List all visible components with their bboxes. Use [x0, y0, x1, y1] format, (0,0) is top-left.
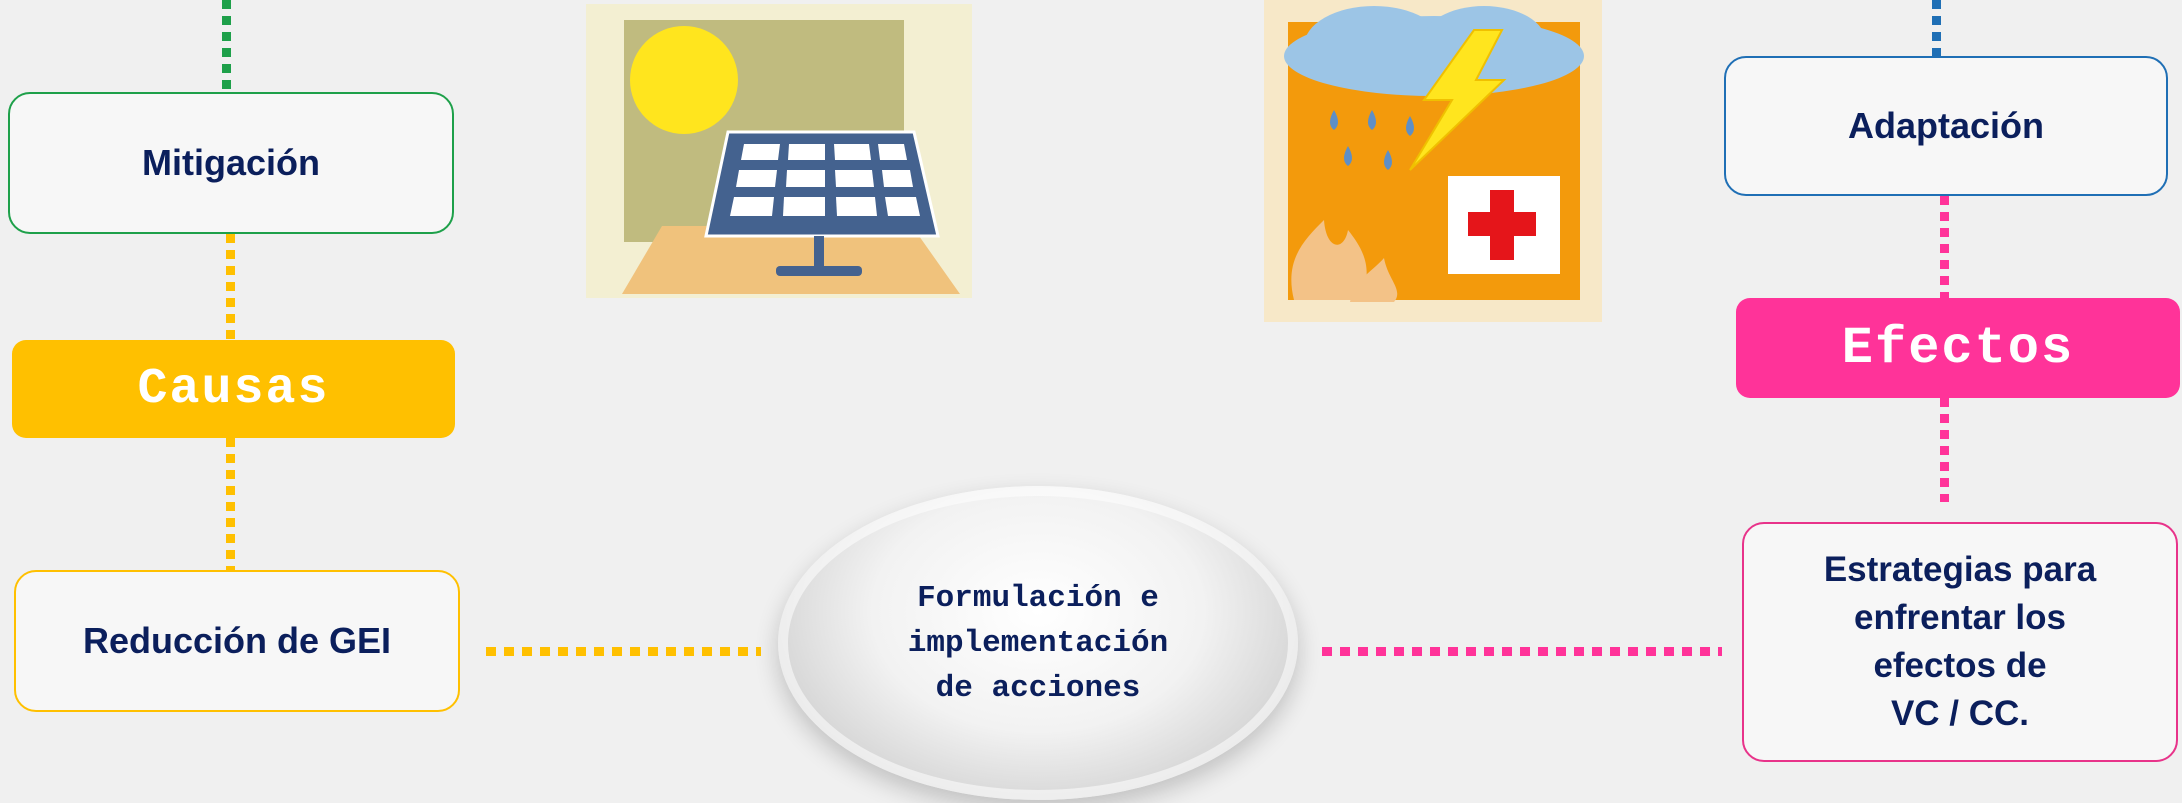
connector-causas-reduccion [226, 438, 235, 570]
causas-node: Causas [12, 340, 455, 438]
estrategias-node: Estrategias para enfrentar los efectos d… [1742, 522, 2178, 762]
storm-emergency-icon [1264, 0, 1602, 322]
adaptacion-label: Adaptación [1847, 105, 2044, 146]
efectos-node: Efectos [1736, 298, 2180, 398]
reduccion-label: Reducción de GEI [82, 620, 392, 661]
mitigacion-label: Mitigación [142, 142, 320, 183]
connector-center-estrategias [1322, 647, 1722, 656]
reduccion-node: Reducción de GEI [14, 570, 460, 712]
adaptacion-node: Adaptación [1724, 56, 2168, 196]
connector-adaptacion-efectos [1940, 196, 1949, 300]
connector-efectos-estrategias [1940, 398, 1949, 502]
mitigacion-node: Mitigación [8, 92, 454, 234]
solar-panel-icon [586, 4, 972, 298]
causas-label: Causas [137, 360, 330, 418]
efectos-label: Efectos [1841, 318, 2075, 378]
connector-reduccion-center [486, 647, 761, 656]
connector-top-green [222, 0, 231, 92]
estrategias-label: Estrategias para enfrentar los efectos d… [1823, 550, 2097, 733]
connector-mitigacion-causas [226, 234, 235, 340]
connector-top-blue [1932, 0, 1941, 56]
central-label: Formulación e implementación de acciones [907, 580, 1169, 706]
central-action-node: Formulación e implementación de acciones [778, 486, 1298, 800]
